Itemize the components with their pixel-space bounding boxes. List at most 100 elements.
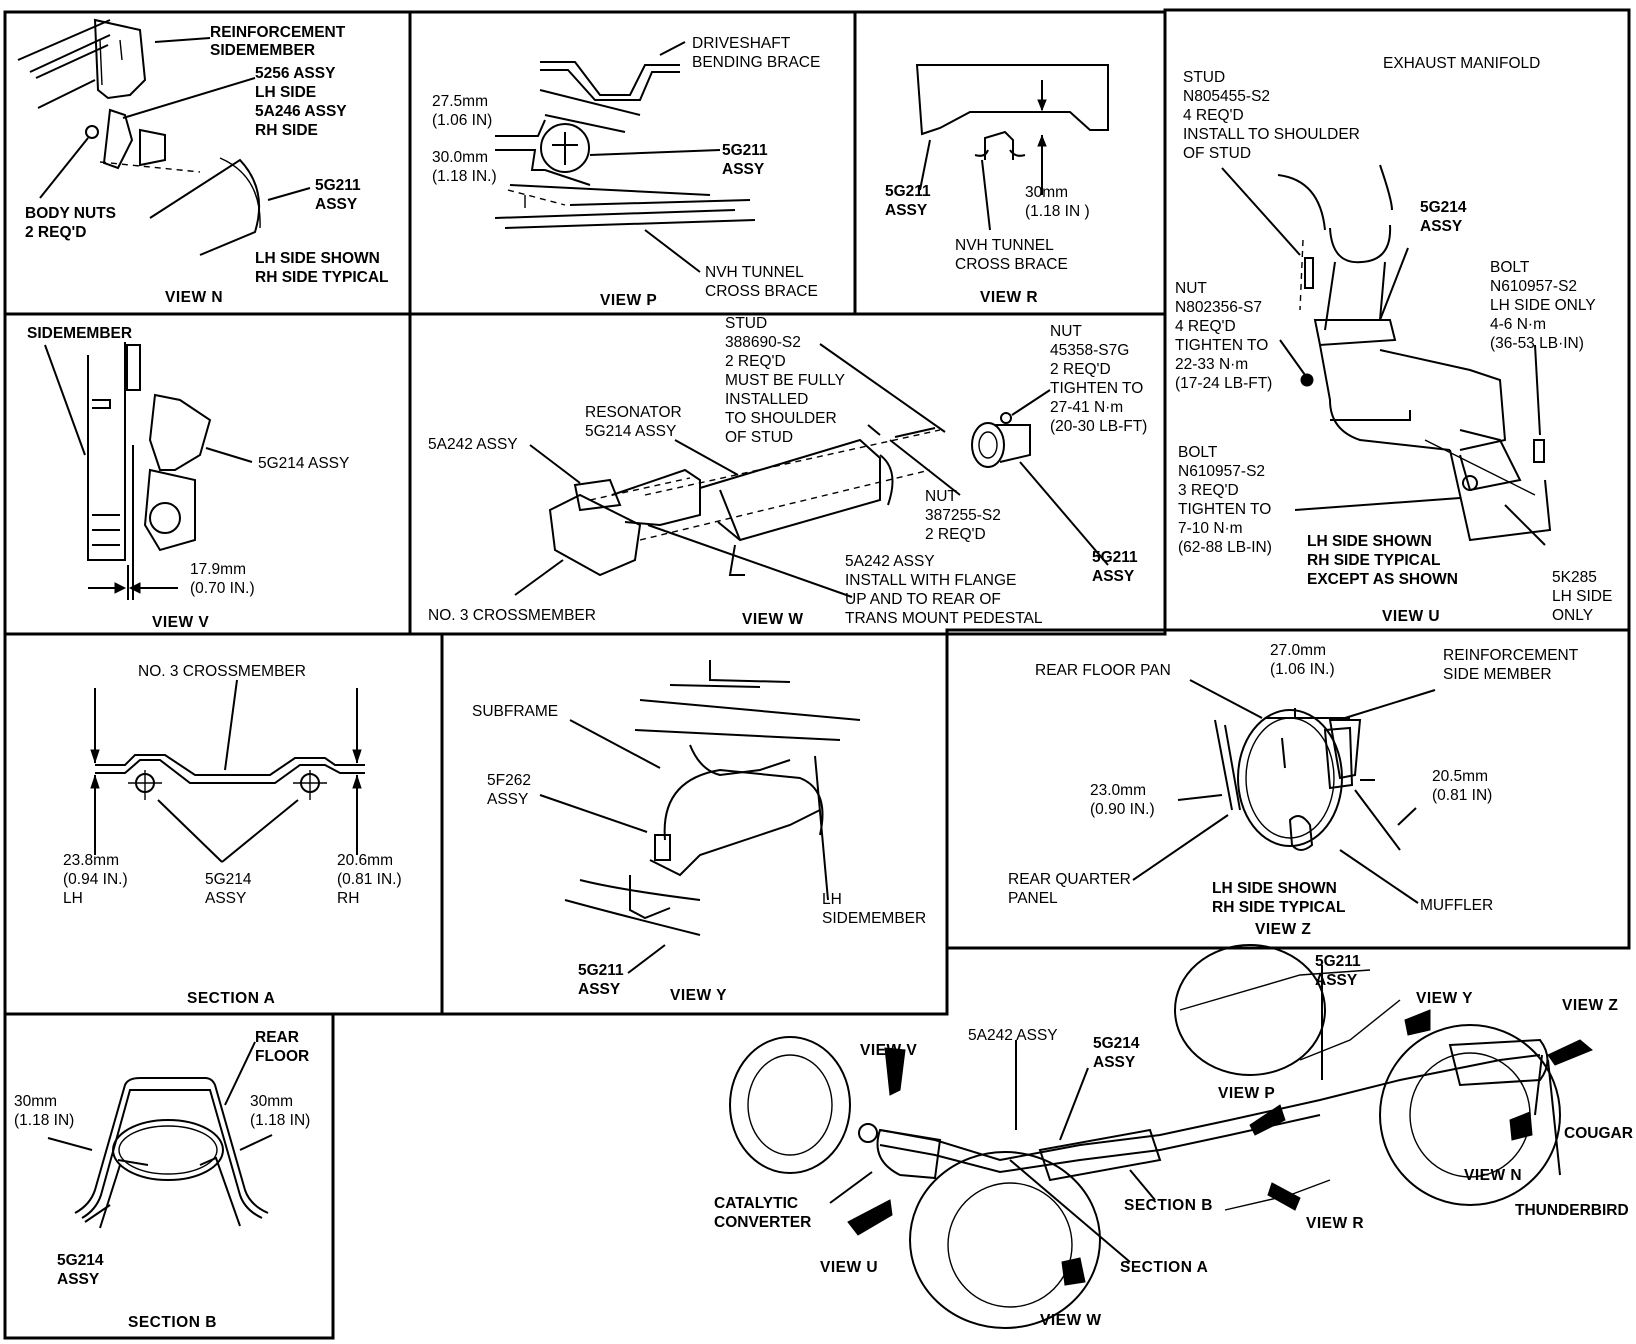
view-w-title: VIEW W: [742, 611, 804, 628]
label-sidemember: SIDEMEMBER: [27, 325, 132, 342]
label-5g214-assy: 5G214 ASSY: [1093, 1035, 1144, 1071]
overview-panel: 5A242 ASSY 5G214 ASSY 5G211 ASSY VIEW V …: [714, 944, 1633, 1329]
label-5k285: 5K285 LH SIDE ONLY: [1552, 569, 1617, 624]
label-nvh-tunnel-brace: NVH TUNNEL CROSS BRACE: [705, 264, 818, 300]
view-u-title: VIEW U: [1382, 608, 1440, 625]
label-dim-left-30mm: 30mm (1.18 IN): [14, 1093, 74, 1129]
view-v-drawing: [44, 342, 253, 600]
callout-view-p[interactable]: VIEW P: [1218, 1085, 1275, 1102]
label-5g211-assy: 5G211 ASSY: [722, 142, 772, 178]
label-reinforcement-sidemember: REINFORCEMENT SIDEMEMBER: [210, 24, 350, 59]
label-no3-crossmember: NO. 3 CROSSMEMBER: [428, 607, 596, 624]
label-side-note: LH SIDE SHOWN RH SIDE TYPICAL: [1212, 880, 1345, 916]
label-stud-n805455: STUD N805455-S2 4 REQ'D INSTALL TO SHOUL…: [1183, 69, 1364, 162]
section-a-drawing: [90, 679, 365, 863]
label-stud-388690: STUD 388690-S2 2 REQ'D MUST BE FULLY INS…: [725, 315, 849, 446]
arrow-view-y-icon: [1404, 1009, 1431, 1036]
arrow-view-p-icon: [1249, 1104, 1286, 1136]
label-lh-sidemember: LH SIDEMEMBER: [822, 891, 926, 927]
callout-view-z[interactable]: VIEW Z: [1562, 997, 1618, 1014]
callout-view-w[interactable]: VIEW W: [1040, 1312, 1102, 1329]
callout-view-u[interactable]: VIEW U: [820, 1259, 878, 1276]
overview-drawing: [729, 944, 1593, 1329]
view-p-drawing: [494, 41, 756, 273]
label-exhaust-manifold: EXHAUST MANIFOLD: [1383, 55, 1540, 72]
view-p-title: VIEW P: [600, 292, 657, 309]
label-bracket-assy: 5256 ASSY LH SIDE 5A246 ASSY RH SIDE: [255, 65, 351, 139]
frame-view-z: [945, 628, 1631, 950]
label-dim-30mm: 30mm (1.18 IN ): [1025, 184, 1090, 220]
label-catalytic-converter: CATALYTIC CONVERTER: [714, 1195, 811, 1231]
label-resonator: RESONATOR 5G214 ASSY: [585, 404, 686, 440]
arrow-view-u-icon: [847, 1199, 893, 1236]
label-rear-floor-pan: REAR FLOOR PAN: [1035, 662, 1171, 679]
tire-front-left: [729, 1036, 851, 1174]
label-bolt-lh-only: BOLT N610957-S2 LH SIDE ONLY 4-6 N·m (36…: [1490, 259, 1600, 352]
label-rear-floor: REAR FLOOR: [255, 1029, 309, 1065]
view-n-title: VIEW N: [165, 289, 223, 306]
section-a-title: SECTION A: [187, 990, 275, 1007]
arrow-view-r-icon: [1267, 1182, 1301, 1211]
label-5g211-assy: 5G211 ASSY: [1092, 549, 1142, 585]
view-r-title: VIEW R: [980, 289, 1038, 306]
view-y-drawing: [539, 660, 861, 974]
label-5g211-assy: 5G211 ASSY: [315, 177, 365, 213]
label-5f262-assy: 5F262 ASSY: [487, 772, 535, 808]
label-reinforcement-side-member: REINFORCEMENT SIDE MEMBER: [1443, 647, 1582, 683]
arrow-view-z-icon: [1547, 1039, 1593, 1066]
section-b-title: SECTION B: [128, 1314, 217, 1331]
label-5a242-assy: 5A242 ASSY: [968, 1027, 1058, 1044]
label-dim-lh: 23.8mm (0.94 IN.) LH: [63, 852, 132, 907]
label-muffler: MUFFLER: [1420, 897, 1493, 914]
label-5a242-flange-note: 5A242 ASSY INSTALL WITH FLANGE UP AND TO…: [845, 553, 1043, 627]
label-nut-n802356: NUT N802356-S7 4 REQ'D TIGHTEN TO 22-33 …: [1175, 280, 1273, 392]
view-v-panel: SIDEMEMBER 5G214 ASSY 17.9mm (0.70 IN.) …: [27, 325, 349, 631]
label-5g211-assy: 5G211 ASSY: [885, 183, 935, 219]
view-u-panel: EXHAUST MANIFOLD STUD N805455-S2 4 REQ'D…: [1175, 55, 1617, 625]
view-n-panel: REINFORCEMENT SIDEMEMBER 5256 ASSY LH SI…: [17, 18, 388, 306]
view-p-panel: 27.5mm (1.06 IN) 30.0mm (1.18 IN.) DRIVE…: [432, 35, 820, 309]
tire-rear-left: [1174, 944, 1326, 1076]
callout-section-b[interactable]: SECTION B: [1124, 1197, 1213, 1214]
label-cougar: COUGAR: [1564, 1125, 1633, 1142]
callout-view-n[interactable]: VIEW N: [1464, 1167, 1522, 1184]
view-z-panel: REAR FLOOR PAN 27.0mm (1.06 IN.) REINFOR…: [1008, 642, 1582, 938]
label-5g211-assy: 5G211 ASSY: [1315, 953, 1365, 989]
view-w-drawing: [514, 343, 1109, 598]
view-u-drawing: [1221, 164, 1552, 546]
arrow-view-w-icon: [1061, 1257, 1086, 1286]
label-dim-17-9mm: 17.9mm (0.70 IN.): [190, 561, 255, 597]
panel-frames: [3, 8, 1631, 1340]
label-5g214-assy: 5G214 ASSY: [57, 1252, 108, 1288]
section-b-drawing: [47, 1041, 273, 1229]
view-y-title: VIEW Y: [670, 987, 727, 1004]
callout-view-v[interactable]: VIEW V: [860, 1042, 917, 1059]
label-dim-20-5mm: 20.5mm (0.81 IN): [1432, 768, 1492, 804]
callout-view-r[interactable]: VIEW R: [1306, 1215, 1364, 1232]
view-n-drawing: [17, 18, 311, 256]
view-r-panel: 5G211 ASSY 30mm (1.18 IN ) NVH TUNNEL CR…: [885, 64, 1109, 306]
label-thunderbird: THUNDERBIRD: [1515, 1202, 1629, 1219]
label-5a242-assy: 5A242 ASSY: [428, 436, 518, 453]
label-dim-right-30mm: 30mm (1.18 IN): [250, 1093, 310, 1129]
label-dim-30-0mm: 30.0mm (1.18 IN.): [432, 149, 497, 185]
label-5g214-assy: 5G214 ASSY: [1420, 199, 1471, 235]
label-driveshaft-brace: DRIVESHAFT BENDING BRACE: [692, 35, 820, 71]
label-bolt-3-reqd: BOLT N610957-S2 3 REQ'D TIGHTEN TO 7-10 …: [1178, 444, 1276, 556]
section-b-panel: REAR FLOOR 30mm (1.18 IN) 30mm (1.18 IN)…: [14, 1029, 310, 1331]
label-body-nuts: BODY NUTS 2 REQ'D: [25, 205, 120, 241]
label-dim-27-5mm: 27.5mm (1.06 IN): [432, 93, 492, 129]
arrow-view-v-icon: [884, 1047, 906, 1096]
view-z-drawing: [1132, 679, 1436, 904]
callout-section-a[interactable]: SECTION A: [1120, 1259, 1208, 1276]
callout-view-y[interactable]: VIEW Y: [1416, 990, 1473, 1007]
tire-rear-right: [1379, 1024, 1561, 1206]
label-no3-crossmember: NO. 3 CROSSMEMBER: [138, 663, 306, 680]
view-w-panel: STUD 388690-S2 2 REQ'D MUST BE FULLY INS…: [428, 315, 1147, 628]
label-5g214-assy: 5G214 ASSY: [258, 455, 349, 472]
label-dim-23-0mm: 23.0mm (0.90 IN.): [1090, 782, 1155, 818]
label-dim-27-0mm: 27.0mm (1.06 IN.): [1270, 642, 1335, 678]
label-nvh-tunnel-brace: NVH TUNNEL CROSS BRACE: [955, 237, 1068, 273]
view-z-title: VIEW Z: [1255, 921, 1311, 938]
